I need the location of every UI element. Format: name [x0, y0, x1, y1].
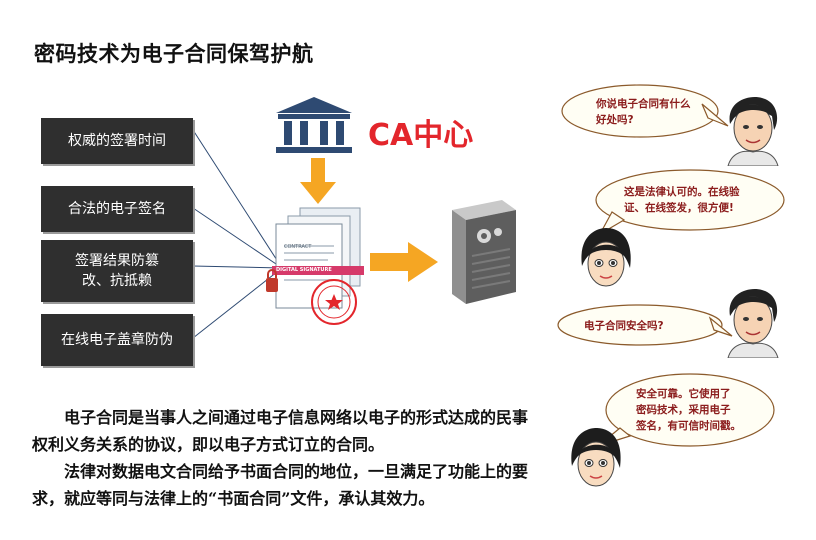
feature-label: 合法的电子签名: [68, 201, 166, 217]
man-avatar-icon: [727, 289, 779, 358]
feature-label: 在线电子盖章防伪: [61, 332, 173, 348]
ca-center-label: CA中心: [368, 118, 474, 153]
contract-label: CONTRACT: [284, 244, 312, 250]
feature-box-legal-signature: 合法的电子签名: [41, 186, 193, 232]
down-arrow-icon: [300, 158, 336, 204]
digital-signature-label: DIGITAL SIGNATURE: [276, 267, 332, 273]
dialogue-line-2: 这是法律认可的。在线验 证、在线签发，很方便!: [624, 186, 740, 214]
paragraph-legal-status: 法律对数据电文合同给予书面合同的地位，一旦满足了功能上的要求，就应等同与法律上的…: [32, 462, 529, 508]
server-icon: [452, 200, 516, 304]
dialogue-line-4: 安全可靠。它使用了 密码技术，采用电子 签名，有可信时间戳。: [636, 388, 741, 432]
man-avatar-icon: [727, 97, 779, 166]
contract-document-icon: [266, 207, 364, 325]
woman-avatar-icon: [581, 228, 631, 287]
feature-box-signing-time: 权威的签署时间: [41, 118, 193, 164]
paragraph-definition: 电子合同是当事人之间通过电子信息网络以电子的形式达成的民事权利义务关系的协议，即…: [32, 408, 529, 454]
dialogue-line-1: 你说电子合同有什么 好处吗?: [596, 98, 691, 126]
dialogue-line-3: 电子合同安全吗?: [584, 320, 664, 332]
feature-label: 签署结果防篡 改、抗抵赖: [75, 253, 159, 289]
page-title: 密码技术为电子合同保驾护航: [34, 42, 314, 66]
feature-box-seal-anti-counterfeit: 在线电子盖章防伪: [41, 314, 193, 366]
woman-avatar-icon: [571, 428, 621, 487]
feature-box-tamper-proof: 签署结果防篡 改、抗抵赖: [41, 240, 193, 302]
feature-label: 权威的签署时间: [68, 133, 166, 149]
right-arrow-icon: [370, 242, 438, 282]
bank-icon: [276, 97, 352, 153]
